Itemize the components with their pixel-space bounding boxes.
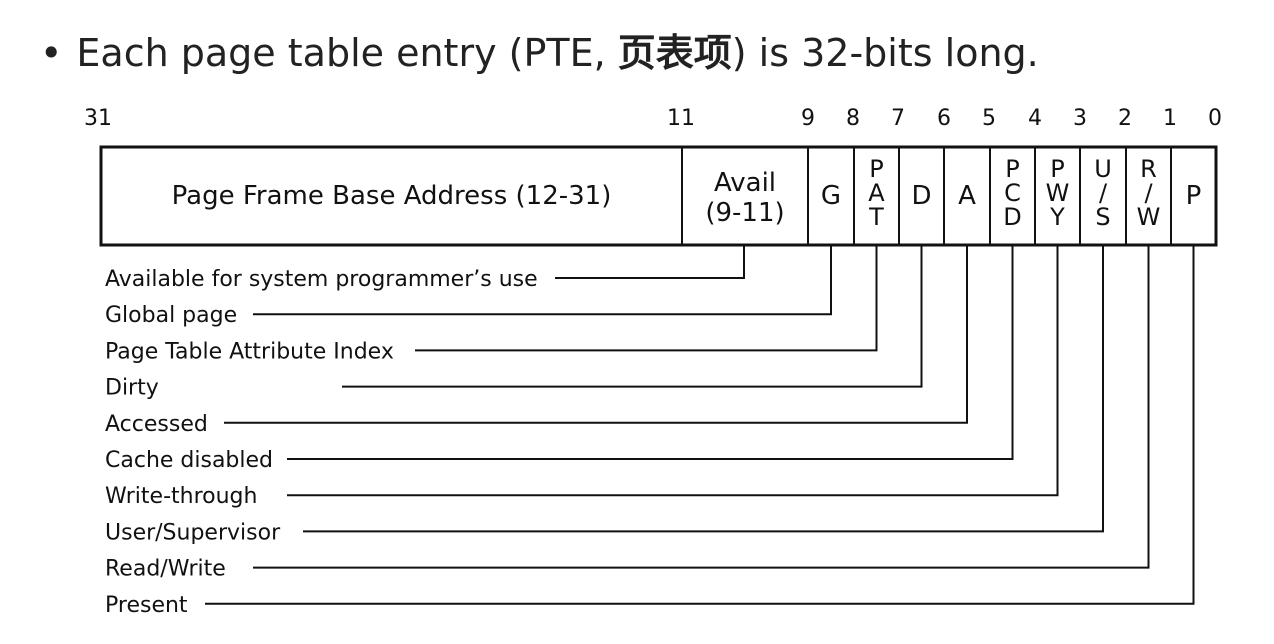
bit-number-31: 31: [84, 106, 112, 131]
cell-us-line-1: /: [1099, 179, 1108, 207]
bit-number-9: 9: [801, 106, 815, 131]
cell-us-line-0: U: [1094, 155, 1112, 183]
legend-connector-p: [205, 245, 1195, 605]
bullet: •: [40, 31, 63, 75]
cell-pat-line-0: P: [869, 155, 883, 183]
cell-rw-line-0: R: [1140, 155, 1157, 183]
legend-connector-avail: [555, 245, 745, 279]
cell-a-line-0: A: [958, 181, 976, 211]
legend-label-a: Accessed: [105, 412, 208, 437]
bit-number-11: 11: [667, 106, 695, 131]
legend-label-pat: Page Table Attribute Index: [105, 339, 394, 364]
cell-avail-line-0: Avail: [714, 168, 776, 198]
cell-pcd-line-2: D: [1003, 203, 1021, 231]
bit-number-1: 1: [1163, 106, 1177, 131]
bit-number-2: 2: [1118, 106, 1132, 131]
legend-connector-rw: [253, 245, 1150, 569]
legend-connector-d: [342, 245, 923, 388]
cell-pcd-line-1: C: [1004, 179, 1021, 207]
legend-label-d: Dirty: [105, 376, 159, 401]
cell-pwt-line-0: P: [1050, 155, 1064, 183]
pte-box-outline: [99, 145, 1218, 247]
legend-connector-g: [253, 245, 832, 316]
legend-label-avail: Available for system programmer’s use: [105, 267, 538, 292]
cell-pat-line-2: T: [868, 203, 884, 231]
bit-number-8: 8: [846, 106, 860, 131]
cell-d-line-0: D: [911, 181, 931, 211]
title-text-before: Each page table entry (PTE,: [76, 31, 618, 75]
cell-pwt-line-2: Y: [1049, 203, 1065, 231]
cell-base-line-0: Page Frame Base Address (12-31): [172, 181, 612, 211]
legend-connector-pcd: [287, 245, 1014, 460]
cell-avail-line-1: (9-11): [705, 198, 784, 228]
legend-connector-pwt: [287, 245, 1059, 497]
legend-connector-pat: [415, 245, 878, 352]
legend-label-g: Global page: [105, 303, 237, 328]
bit-number-6: 6: [937, 106, 951, 131]
cell-rw-line-2: W: [1137, 203, 1161, 231]
cell-pat-line-1: A: [868, 179, 885, 207]
legend-label-pcd: Cache disabled: [105, 448, 273, 473]
legend-label-pwt: Write-through: [105, 484, 257, 509]
slide-title: • Each page table entry (PTE, 页表项) is 32-…: [40, 22, 1039, 77]
bit-number-3: 3: [1073, 106, 1087, 131]
title-text-after: ) is 32-bits long.: [731, 31, 1039, 75]
bit-number-5: 5: [982, 106, 996, 131]
legend-connector-us: [303, 245, 1104, 533]
legend-label-p: Present: [105, 593, 188, 618]
legend-label-rw: Read/Write: [105, 557, 226, 582]
legend-label-us: User/Supervisor: [105, 520, 281, 545]
cell-pwt-line-1: W: [1046, 179, 1070, 207]
bit-number-0: 0: [1208, 106, 1222, 131]
cell-pcd-line-0: P: [1005, 155, 1019, 183]
cell-g-line-0: G: [821, 181, 841, 211]
bit-number-7: 7: [891, 106, 905, 131]
title-text-cjk: 页表项: [617, 30, 732, 75]
cell-p-line-0: P: [1186, 181, 1202, 211]
cell-us-line-2: S: [1095, 203, 1110, 231]
bit-number-4: 4: [1028, 106, 1042, 131]
cell-rw-line-1: /: [1144, 179, 1153, 207]
legend-connector-a: [224, 245, 968, 424]
